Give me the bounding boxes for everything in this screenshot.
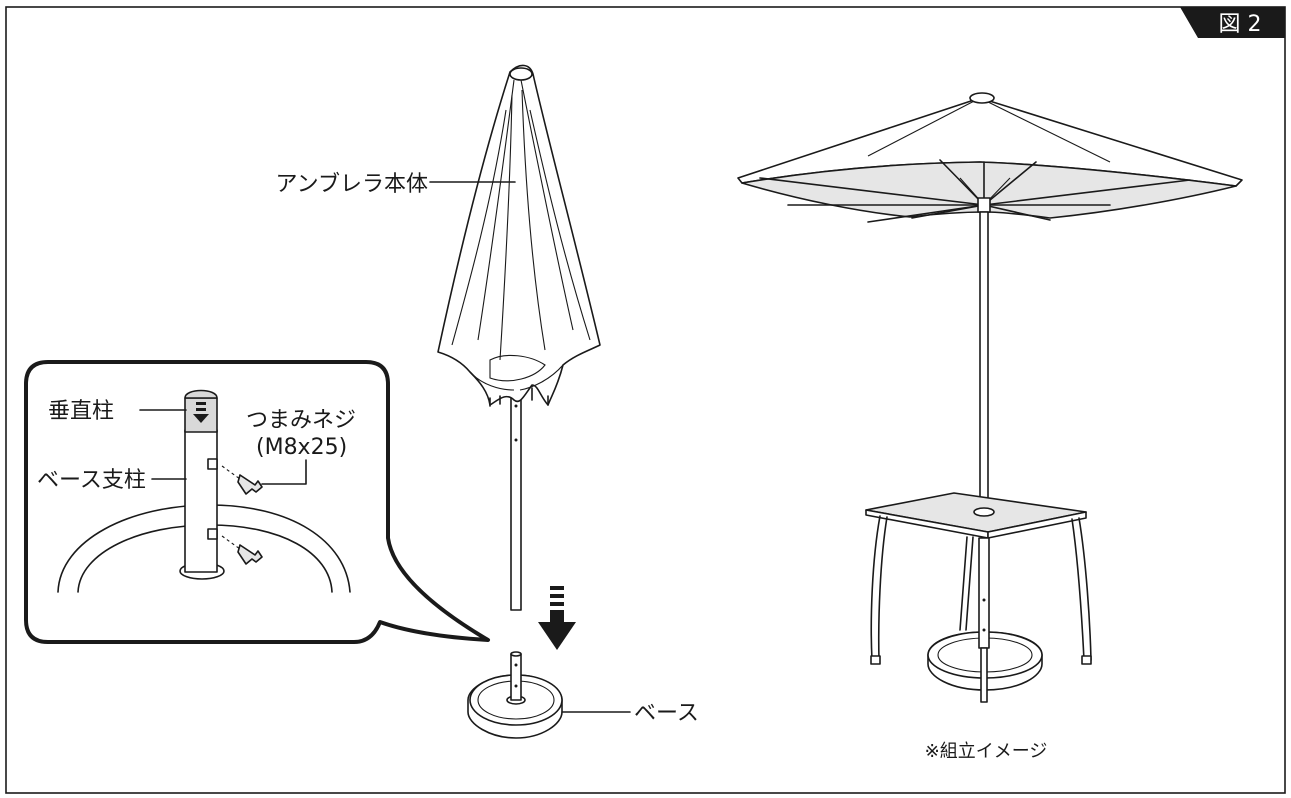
figure-tag-text: 図 2 (1219, 12, 1262, 37)
insert-direction-icon (193, 402, 209, 423)
knob-screw-bottom (207, 528, 263, 565)
assembly-note: ※組立イメージ (925, 741, 1048, 762)
knob-screw-label: つまみネジ (246, 408, 356, 433)
base-label: ベース (634, 701, 699, 726)
down-arrow-icon (538, 586, 576, 650)
knob-screw-top (207, 458, 263, 495)
vertical-pole-label: 垂直柱 (48, 399, 114, 424)
closed-umbrella-illustration (437, 64, 601, 611)
figure-tag: 図 2 (1180, 7, 1285, 38)
umbrella-body-label: アンブレラ本体 (276, 172, 428, 197)
base-illustration (467, 651, 563, 739)
base-pole-label: ベース支柱 (37, 468, 146, 493)
detail-callout (24, 360, 490, 644)
screw-size-label: (M8x25) (256, 435, 347, 460)
assembled-umbrella-illustration (737, 92, 1243, 703)
